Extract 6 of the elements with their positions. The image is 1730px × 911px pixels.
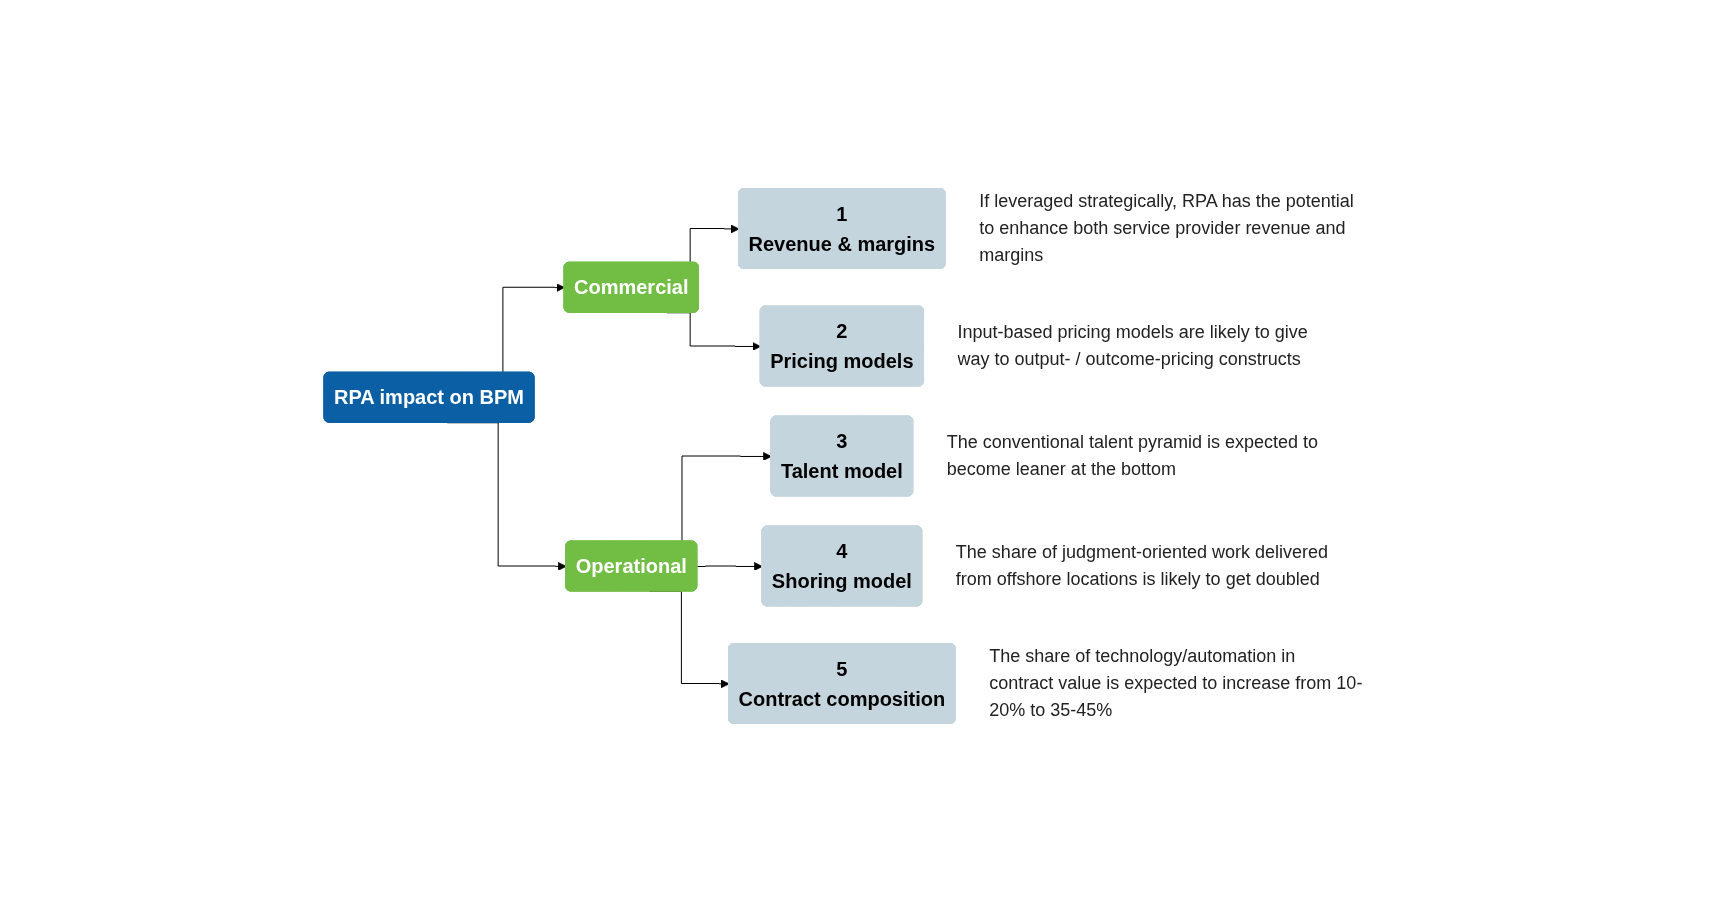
node-label: The share of technology/automation in contract value is expected to increase from 10-20% to 35-45% [989,645,1363,720]
node-label: The conventional talent pyramid is expected to become leaner at the bottom [947,431,1319,479]
arrow [697,561,764,571]
node-label: The share of judgment-oriented work delivered from offshore locations is likely to get doubled [956,541,1329,589]
node-label: If leveraged strategically, RPA has the potential to enhance both service provider revenue and margins [979,190,1355,265]
node-label: Input-based pricing models are likely to give way to output- / outcome-pricing constructs [957,321,1309,369]
